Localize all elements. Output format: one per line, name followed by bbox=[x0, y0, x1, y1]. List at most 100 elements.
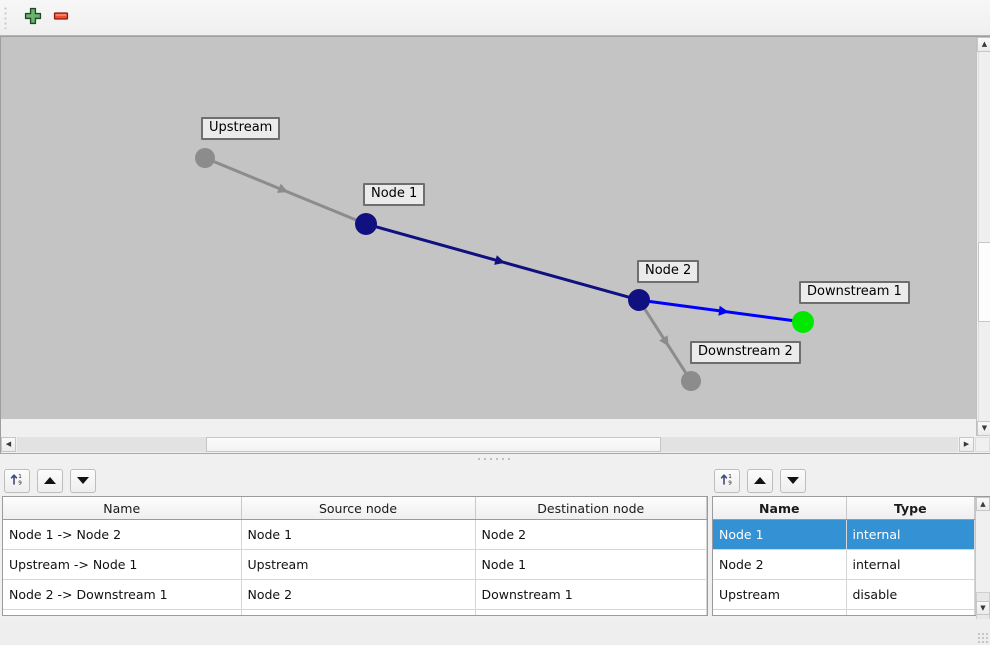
graph-edges-layer bbox=[195, 148, 814, 391]
graph-node-upstream[interactable] bbox=[195, 148, 215, 168]
svg-text:9: 9 bbox=[18, 481, 22, 487]
cell-type[interactable]: downstream bbox=[846, 609, 975, 615]
scroll-track-upper[interactable] bbox=[978, 52, 990, 242]
column-header-source-node[interactable]: Source node bbox=[241, 497, 476, 520]
cell-name[interactable]: Upstream bbox=[713, 579, 847, 610]
graph-node-label-upstream[interactable]: Upstream bbox=[201, 117, 281, 140]
canvas-vertical-scrollbar[interactable]: ▲ ▼ bbox=[976, 37, 990, 436]
scroll-left-button[interactable]: ◀ bbox=[1, 437, 16, 452]
column-header-type[interactable]: Type bbox=[846, 497, 975, 520]
graph-edge-arrow-node1-node2 bbox=[494, 255, 506, 265]
cell-source[interactable]: Node 2 bbox=[241, 609, 476, 615]
nodes-move-up-button[interactable] bbox=[747, 468, 773, 493]
nodes-toolbar: 1 9 bbox=[710, 465, 990, 496]
cell-type[interactable]: internal bbox=[846, 519, 975, 550]
scroll-down-button[interactable]: ▼ bbox=[976, 601, 990, 615]
column-header-name[interactable]: Name bbox=[713, 497, 847, 520]
edges-sort-button[interactable]: 1 9 bbox=[4, 468, 30, 493]
cell-name[interactable]: Node 2 -> Downstream 2 bbox=[3, 609, 242, 615]
status-bar bbox=[0, 619, 990, 645]
scrollbar-corner bbox=[975, 437, 990, 452]
scroll-down-button[interactable]: ▼ bbox=[977, 421, 990, 436]
cell-destination[interactable]: Node 2 bbox=[475, 519, 707, 550]
nodes-sort-button[interactable]: 1 9 bbox=[714, 468, 740, 493]
graph-node-label-node1[interactable]: Node 1 bbox=[363, 183, 426, 206]
triangle-down-icon: ▼ bbox=[981, 424, 988, 432]
graph-node-label-downstream2[interactable]: Downstream 2 bbox=[690, 341, 801, 364]
graph-node-label-downstream1[interactable]: Downstream 1 bbox=[799, 281, 910, 304]
column-header-name[interactable]: Name bbox=[3, 497, 242, 520]
sort-ascending-icon: 1 9 bbox=[719, 471, 735, 490]
cell-destination[interactable]: Node 1 bbox=[475, 549, 707, 580]
cell-destination[interactable]: Downstream 2 bbox=[475, 609, 707, 615]
cell-name[interactable]: Node 2 bbox=[713, 549, 847, 580]
cell-name[interactable]: Node 1 -> Node 2 bbox=[3, 519, 242, 550]
minus-icon bbox=[51, 6, 71, 29]
remove-node-button[interactable] bbox=[47, 4, 75, 32]
cell-name[interactable]: Upstream -> Node 1 bbox=[3, 549, 242, 580]
graph-node-node2[interactable] bbox=[628, 289, 650, 311]
triangle-up-icon bbox=[754, 477, 766, 484]
triangle-down-icon bbox=[77, 477, 89, 484]
graph-edge-arrow-upstream-node1 bbox=[276, 183, 289, 193]
scroll-thumb[interactable] bbox=[978, 242, 990, 322]
graph-node-label-node2[interactable]: Node 2 bbox=[637, 260, 700, 283]
canvas-horizontal-scrollbar[interactable]: ◀ ▶ bbox=[0, 436, 990, 453]
table-row[interactable]: Downstream 1downstream bbox=[713, 609, 975, 615]
scroll-up-button[interactable]: ▲ bbox=[976, 497, 990, 511]
scroll-right-button[interactable]: ▶ bbox=[959, 437, 974, 452]
cell-name[interactable]: Node 1 bbox=[713, 519, 847, 550]
triangle-right-icon: ▶ bbox=[963, 440, 970, 448]
graph-edge-arrow-node2-downstream2 bbox=[659, 335, 669, 347]
cell-source[interactable]: Node 1 bbox=[241, 519, 476, 550]
scroll-track-lower[interactable] bbox=[978, 322, 990, 421]
graph-node-downstream1[interactable] bbox=[792, 311, 814, 333]
graph-node-downstream2[interactable] bbox=[681, 371, 701, 391]
scroll-up-button[interactable]: ▲ bbox=[977, 37, 990, 52]
triangle-down-icon: ▼ bbox=[980, 603, 986, 612]
cell-source[interactable]: Upstream bbox=[241, 549, 476, 580]
cell-name[interactable]: Downstream 1 bbox=[713, 609, 847, 615]
cell-destination[interactable]: Downstream 1 bbox=[475, 579, 707, 610]
graph-edge-arrow-node2-downstream1 bbox=[718, 305, 729, 316]
nodes-table-vertical-scrollbar[interactable]: ▲ ▼ bbox=[975, 497, 990, 622]
edges-move-down-button[interactable] bbox=[70, 468, 96, 493]
triangle-up-icon bbox=[44, 477, 56, 484]
column-header-destination-node[interactable]: Destination node bbox=[475, 497, 707, 520]
graph-node-node1[interactable] bbox=[355, 213, 377, 235]
triangle-up-icon: ▲ bbox=[980, 499, 986, 508]
cell-type[interactable]: internal bbox=[846, 549, 975, 580]
nodes-move-down-button[interactable] bbox=[780, 468, 806, 493]
splitter-grip bbox=[478, 458, 512, 461]
hscroll-thumb[interactable] bbox=[206, 437, 661, 452]
toolbar-drag-handle[interactable] bbox=[4, 6, 11, 29]
edges-toolbar: 1 9 bbox=[0, 465, 710, 496]
edges-move-up-button[interactable] bbox=[37, 468, 63, 493]
main-toolbar bbox=[0, 0, 990, 36]
cell-name[interactable]: Node 2 -> Downstream 1 bbox=[3, 579, 242, 610]
cell-source[interactable]: Node 2 bbox=[241, 579, 476, 610]
horizontal-splitter[interactable] bbox=[0, 453, 990, 465]
add-node-button[interactable] bbox=[19, 4, 47, 32]
window-resize-grip[interactable] bbox=[978, 633, 988, 643]
cell-type[interactable]: disable bbox=[846, 579, 975, 610]
